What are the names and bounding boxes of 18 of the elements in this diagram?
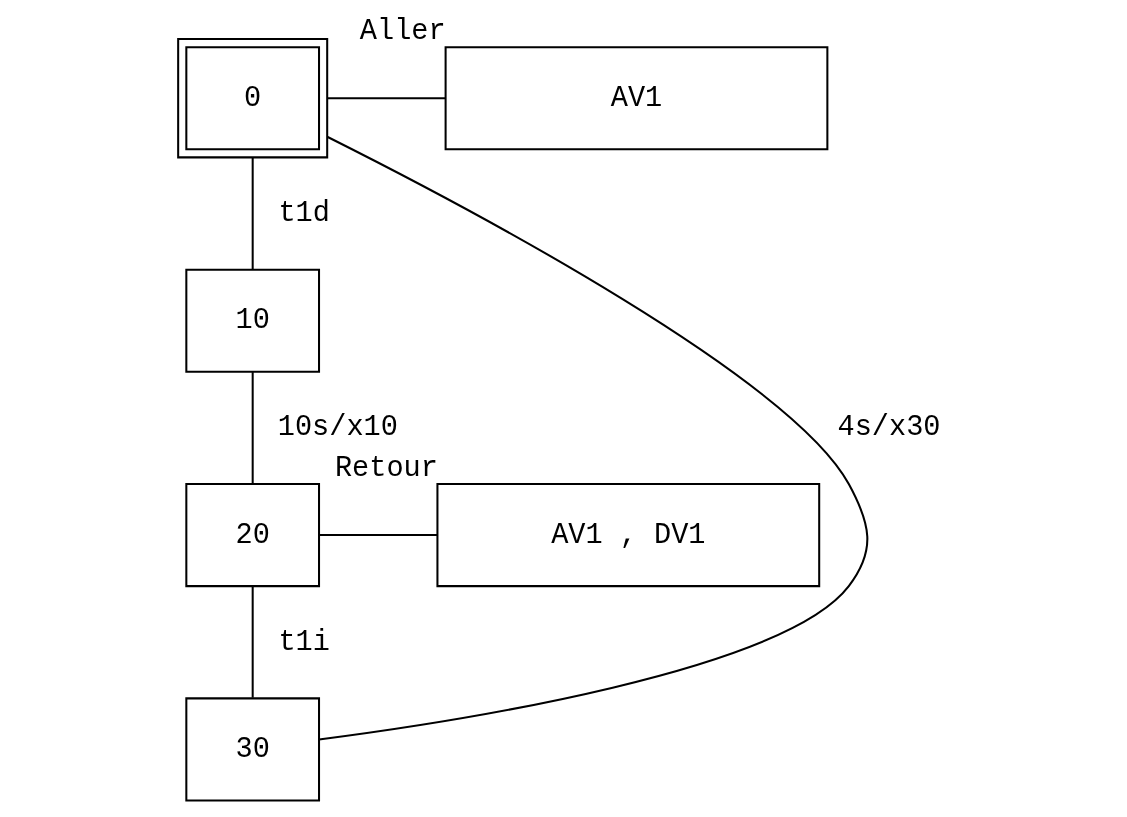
edge-label: t1i xyxy=(278,625,330,659)
connector xyxy=(251,372,254,484)
edge-label: 4s/x30 xyxy=(837,411,941,445)
node-label: Aller xyxy=(359,15,446,49)
node-box: 10 xyxy=(185,268,321,373)
connector xyxy=(251,157,254,270)
edge-label: t1d xyxy=(278,197,330,231)
node-box: 0 xyxy=(177,37,329,159)
node-box: 20 xyxy=(185,483,321,588)
node-box: AV1 , DV1 xyxy=(436,483,821,588)
node-label: Retour xyxy=(334,452,438,486)
connector xyxy=(251,586,254,698)
node-box: 30 xyxy=(185,697,321,802)
edge-label: 10s/x10 xyxy=(277,411,398,445)
connector xyxy=(327,97,446,100)
connector xyxy=(318,136,868,741)
connector xyxy=(319,534,438,537)
node-box: AV1 xyxy=(444,46,829,151)
